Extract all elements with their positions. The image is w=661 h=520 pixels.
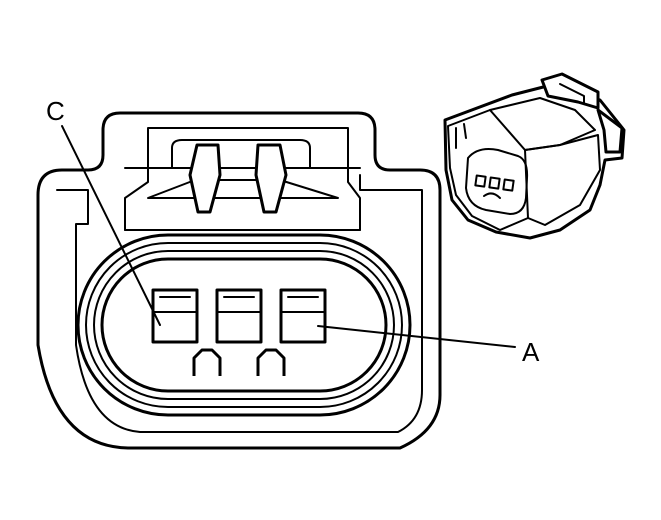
terminal-cavity-a — [279, 288, 327, 344]
housing-inner-outline — [56, 174, 423, 433]
housing-outer-outline — [36, 111, 442, 450]
perspective-terminal-c — [474, 174, 487, 188]
leader-line-a — [317, 325, 516, 348]
perspective-front-face — [447, 109, 529, 231]
perspective-side-edge — [524, 134, 601, 226]
callout-label-a: A — [522, 337, 540, 367]
seal-ring-outer — [76, 233, 412, 417]
connector-perspective-view — [443, 72, 626, 240]
callout-c: C — [46, 96, 161, 326]
callout-a: A — [317, 325, 540, 367]
latch-tooth-left — [188, 143, 222, 214]
perspective-side-clip — [596, 108, 624, 154]
perspective-terminal-a — [502, 178, 515, 192]
seal-ring-inner — [100, 257, 388, 393]
key-rib-left — [192, 348, 222, 376]
perspective-key-notch — [483, 192, 501, 199]
perspective-mating-face — [465, 148, 529, 215]
terminal-cavity-c — [151, 288, 199, 344]
leader-line-c — [61, 125, 161, 326]
perspective-terminal-b — [488, 176, 501, 190]
perspective-latch-detail — [559, 83, 585, 105]
perspective-front-ribs — [455, 123, 467, 149]
latch-wedge — [147, 179, 339, 199]
key-rib-right — [256, 348, 286, 376]
seal-ring-middle — [85, 242, 403, 408]
latch-tooth-right — [254, 143, 288, 214]
callout-label-c: C — [46, 96, 65, 126]
terminal-cavity-b — [215, 288, 263, 344]
latch-frame — [124, 127, 361, 231]
latch-cap — [171, 139, 311, 169]
connector-face-view — [36, 111, 442, 450]
seal-ring-mid-inner — [93, 250, 395, 400]
